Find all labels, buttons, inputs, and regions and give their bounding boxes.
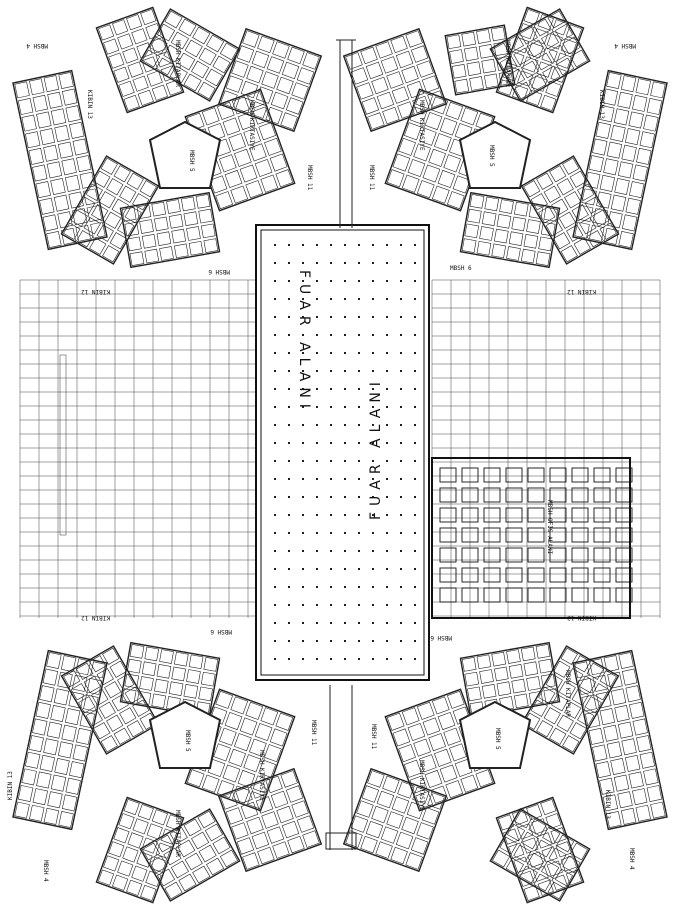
label-side-right-top: KIBIN 12 (567, 288, 596, 295)
booth-grid (431, 457, 633, 619)
wing-blocks (12, 6, 668, 904)
hall-column-grid (274, 244, 416, 660)
label-corridor-bottom-left: MBSH 11 (310, 720, 317, 746)
label-top-right-outer: MBSH 4 (614, 42, 636, 49)
label-bottom-left-outer: MBSH 4 (42, 860, 49, 882)
label-corridor-top-left: MBSH 11 (306, 165, 313, 191)
label-top-left-wing1: MBSH KITAPLAR (174, 40, 181, 87)
hall-label-lower: FUAR ALANI (368, 376, 384, 520)
label-bottom-right-outer: MBSH 4 (628, 848, 635, 870)
label-top-left-inner: MBSH 5 (188, 150, 195, 172)
central-hall: FUAR ALANI FUAR ALANI (255, 224, 430, 681)
label-bottom-right-vert: KIBIN 13 (604, 790, 611, 819)
label-bottom-left-wing2: MBSH KIRTASIYE (258, 750, 265, 801)
hall-label-upper: FUAR ALANI (296, 270, 312, 414)
label-side-right-bottom: KIBIN 12 (567, 614, 596, 621)
label-bottom-left-inner: MBSH 5 (184, 730, 191, 752)
label-top-right-vert: KIBIN 13 (598, 90, 605, 119)
label-edge-top-right: MBSH 6 (450, 265, 472, 272)
corridors (325, 39, 357, 850)
label-edge-top-left: MBSH 6 (208, 268, 230, 275)
label-top-left-outer: MBSH 4 (26, 42, 48, 49)
label-right-grid: MBSH OFIS ALANI (546, 500, 553, 555)
label-top-left-vert: KIBIN 13 (86, 90, 93, 119)
label-side-left-bottom: KIBIN 12 (81, 614, 110, 621)
label-top-right-wing1: MBSH KITAPLAR (504, 40, 511, 87)
label-bottom-left-vert: KIBIN 13 (7, 771, 14, 800)
label-bottom-right-wing2: MBSH KIRTASIYE (418, 760, 425, 811)
label-edge-bottom-left: MBSH 6 (210, 628, 232, 635)
label-top-left-wing2: MBSH KIRTASIYE (248, 100, 255, 151)
label-bottom-left-wing1: MBSH KITAPLAR (174, 810, 181, 857)
label-corridor-top-right: MBSH 11 (368, 165, 375, 191)
label-corridor-bottom-right: MBSH 11 (370, 724, 377, 750)
label-bottom-right-inner: MBSH 5 (494, 728, 501, 750)
label-side-left-top: KIBIN 12 (81, 288, 110, 295)
label-bottom-right-wing1: MBSH KITAPLAR (564, 670, 571, 717)
label-top-right-wing2: MBSH KIRTASIYE (418, 100, 425, 151)
label-top-right-inner: MBSH 5 (488, 145, 495, 167)
label-edge-bottom-right: MBSH 6 (430, 634, 452, 641)
